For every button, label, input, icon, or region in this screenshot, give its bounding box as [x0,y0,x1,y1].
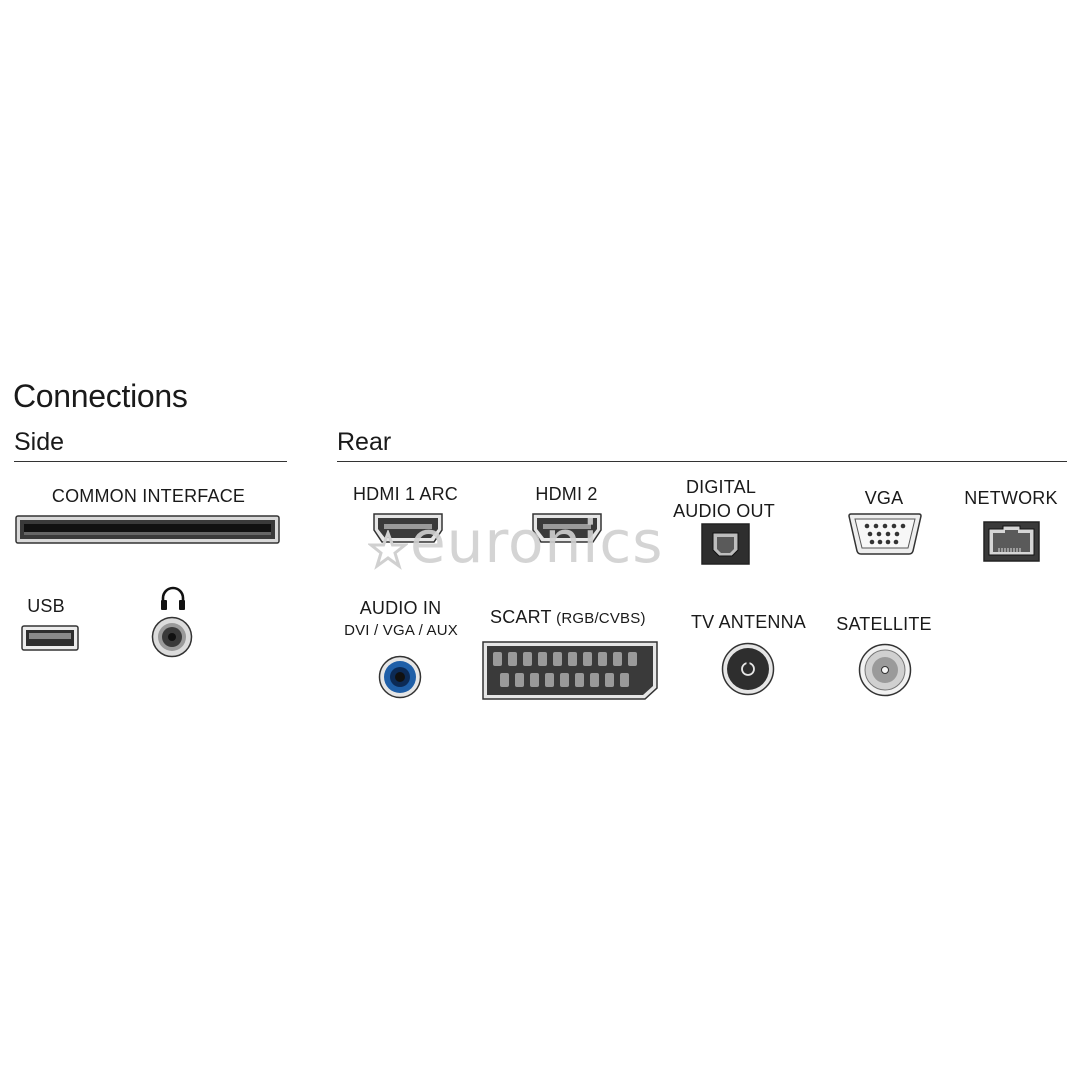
headphones-icon [159,586,187,612]
hdmi2-label: HDMI 2 [515,484,618,505]
common-interface-label: COMMON INTERFACE [16,486,281,507]
optical-audio-port-icon [701,523,750,565]
digital-audio-out-label-line2: AUDIO OUT [660,501,788,522]
vga-label: VGA [846,488,922,509]
satellite-label: SATELLITE [832,614,936,635]
common-interface-slot-icon [15,515,280,544]
audio-in-label-line2: DVI / VGA / AUX [336,622,466,639]
side-divider [14,461,287,462]
tv-antenna-label: TV ANTENNA [680,612,817,633]
hdmi1-label: HDMI 1 ARC [338,484,473,505]
scart-label: SCART [490,607,552,627]
network-label: NETWORK [955,488,1067,509]
scart-label-group: SCART (RGB/CVBS) [490,607,646,628]
usb-label: USB [16,596,76,617]
scart-sub-label: (RGB/CVBS) [556,610,646,627]
watermark-star-icon [368,530,408,570]
page-title: Connections [13,378,188,415]
headphone-jack-icon [151,616,193,658]
satellite-port-icon [858,643,912,697]
rear-heading: Rear [337,428,391,457]
digital-audio-out-label-line1: DIGITAL [660,477,782,498]
audio-in-label-line1: AUDIO IN [338,598,463,619]
usb-port-icon [21,625,79,651]
rear-divider [337,461,1067,462]
audio-in-jack-icon [378,655,422,699]
tv-antenna-port-icon [721,642,775,696]
scart-port-icon [481,640,659,701]
vga-port-icon [847,513,923,555]
ethernet-port-icon [983,521,1040,562]
watermark: euronics [410,508,663,576]
side-heading: Side [14,428,64,457]
